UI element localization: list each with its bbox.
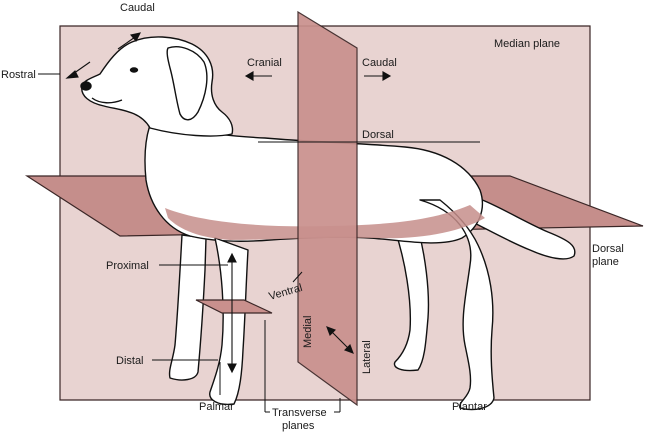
label-caudal-top: Caudal: [120, 2, 155, 14]
dog-tail: [454, 189, 576, 260]
arrowhead-distal: [227, 363, 237, 374]
label-median-plane: Median plane: [494, 38, 560, 50]
dog-eye: [129, 67, 139, 73]
arrowhead-medial: [326, 326, 336, 336]
label-cranial: Cranial: [247, 57, 282, 69]
dog-hind-leg-near: [419, 199, 495, 411]
arrow-medial-lateral: [329, 329, 351, 351]
label-caudal-right: Caudal: [362, 57, 397, 69]
arrowhead-rostral: [65, 70, 79, 79]
transverse-plane-trunk: [297, 10, 358, 407]
dog-front-leg-far: [168, 234, 207, 381]
arrowhead-caudal-top: [129, 32, 142, 42]
arrowhead-proximal: [227, 252, 237, 263]
label-transverse-line2: planes: [282, 420, 315, 432]
leader-lines: [38, 73, 341, 413]
dog-front-leg-near: [209, 237, 249, 406]
arrowhead-caudal-right: [382, 71, 392, 81]
label-dorsal-plane-line1: Dorsal: [592, 243, 624, 255]
label-plantar: Plantar: [452, 401, 487, 413]
label-lateral: Lateral: [361, 340, 373, 374]
label-medial: Medial: [302, 316, 314, 348]
dorsal-plane-belly-overlap: [165, 205, 485, 240]
label-proximal: Proximal: [106, 260, 149, 272]
labels: Caudal Rostral Cranial Caudal Median pla…: [1, 2, 624, 432]
transverse-plane-limb: [195, 299, 273, 314]
label-distal: Distal: [116, 355, 144, 367]
arrowhead-lateral: [344, 344, 354, 354]
dog-hind-leg-far: [393, 227, 430, 372]
label-palmar: Palmar: [199, 401, 234, 413]
label-dorsal-top: Dorsal: [362, 129, 394, 141]
leader-ventral: [292, 271, 303, 283]
label-dorsal-plane-line2: plane: [592, 256, 619, 268]
arrowhead-cranial: [244, 71, 254, 81]
label-rostral: Rostral: [1, 69, 36, 81]
dog-mouth: [91, 97, 123, 104]
arrows: [65, 32, 392, 374]
dog-nose: [80, 81, 92, 91]
dog-ear: [166, 46, 208, 121]
label-transverse-line1: Transverse: [272, 407, 327, 419]
